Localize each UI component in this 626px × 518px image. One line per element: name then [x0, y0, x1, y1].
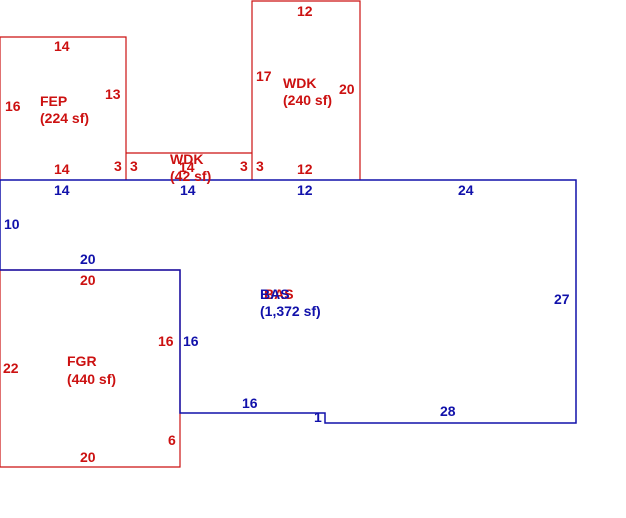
bas-outline	[0, 179, 577, 424]
fep-dim-bottom: 14	[54, 161, 70, 177]
wdk-top-dim-right: 20	[339, 81, 355, 97]
wdk-top-area-name: WDK	[283, 75, 317, 91]
wdk-mid-dim-left-b: 3	[130, 158, 138, 174]
fep-area-size: (224 sf)	[40, 110, 90, 126]
fgr-dim-left: 22	[3, 360, 19, 376]
fgr-area-size: (440 sf)	[67, 371, 117, 387]
fgr-dim-right-low: 6	[168, 432, 176, 448]
bas-area-name: BAS	[260, 286, 290, 302]
bas-dim-bottom-a: 16	[242, 395, 258, 411]
fgr-dim-bottom: 20	[80, 449, 96, 465]
wdk-mid-dim-center: 14	[179, 159, 195, 175]
fep-dim-right: 13	[105, 86, 121, 102]
bas-dim-top-b: 14	[180, 182, 196, 198]
wdk-mid-dim-right-b: 3	[256, 158, 264, 174]
bas-dim-step: 20	[80, 251, 96, 267]
fep-dim-top: 14	[54, 38, 70, 54]
wdk-top-outline	[251, 0, 361, 180]
wdk-mid-dim-left-a: 3	[114, 158, 122, 174]
fep-area-name: FEP	[40, 93, 68, 109]
wdk-top-dim-top: 12	[297, 3, 313, 19]
wdk-mid-area-size: (42 sf)	[170, 168, 212, 184]
fep-dim-left: 16	[5, 98, 21, 114]
wdk-mid-dim-right-a: 3	[240, 158, 248, 174]
wdk-top-area-size: (240 sf)	[283, 92, 333, 108]
bas-overlap-name: BAS	[264, 286, 294, 302]
fgr-area-name: FGR	[67, 353, 97, 369]
wdk-top-dim-bottom: 12	[297, 161, 313, 177]
wdk-top-dim-left: 17	[256, 68, 272, 84]
bas-dim-top-d: 24	[458, 182, 474, 198]
bas-dim-bottom-b: 28	[440, 403, 456, 419]
bas-dim-right: 27	[554, 291, 570, 307]
bas-dim-top-a: 14	[54, 182, 70, 198]
fep-outline	[0, 36, 127, 180]
bas-area-size: (1,372 sf)	[260, 303, 321, 319]
fgr-dim-right: 16	[158, 333, 174, 349]
wdk-mid-area-name: WDK	[170, 151, 204, 167]
bas-dim-left: 10	[4, 216, 20, 232]
bas-dim-mid-left: 16	[183, 333, 199, 349]
fgr-dim-top: 20	[80, 272, 96, 288]
bas-dim-top-c: 12	[297, 182, 313, 198]
bas-dim-notch: 1	[314, 409, 322, 425]
